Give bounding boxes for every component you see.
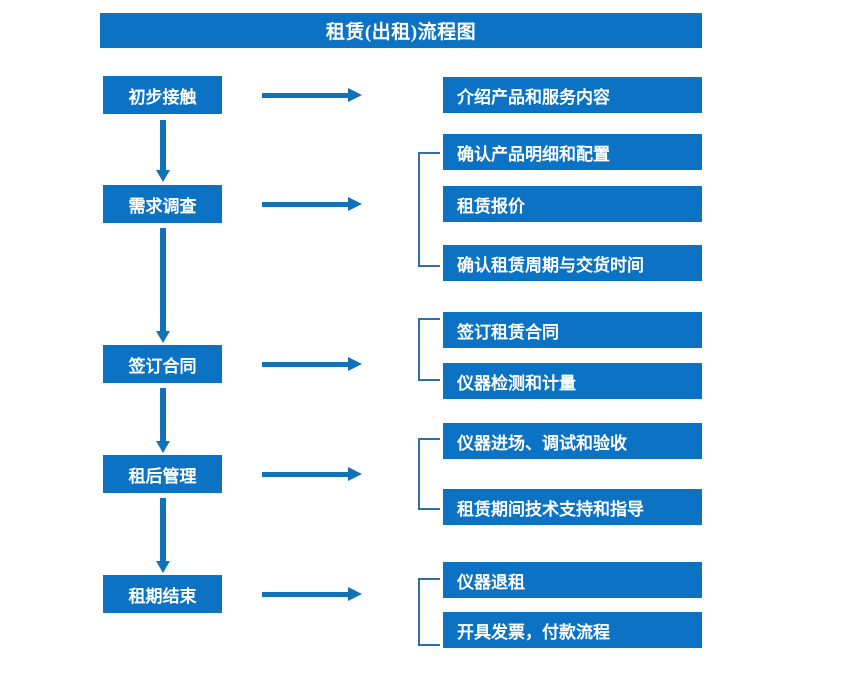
bracket-group-2 <box>418 152 440 267</box>
arrow-head-icon <box>348 197 362 211</box>
stage-box-1[interactable]: 初步接触 <box>103 76 222 114</box>
stage-box-3[interactable]: 签订合同 <box>103 345 222 383</box>
arrow-head-icon <box>348 357 362 371</box>
detail-box-5[interactable]: 签订租赁合同 <box>443 312 702 348</box>
detail-box-6[interactable]: 仪器检测和计量 <box>443 363 702 399</box>
arrow-head-icon <box>156 331 170 343</box>
detail-box-2[interactable]: 确认产品明细和配置 <box>443 134 702 170</box>
detail-box-8[interactable]: 租赁期间技术支持和指导 <box>443 489 702 525</box>
arrow-head-icon <box>156 561 170 573</box>
flow-arrow-down-3 <box>156 388 170 453</box>
flow-arrow-right-4 <box>262 467 362 482</box>
detail-box-3[interactable]: 租赁报价 <box>443 186 702 222</box>
arrow-shaft <box>160 498 166 561</box>
arrow-shaft <box>262 592 350 597</box>
flow-arrow-down-2 <box>156 228 170 343</box>
stage-box-2[interactable]: 需求调查 <box>103 185 222 223</box>
arrow-shaft <box>160 388 166 441</box>
stage-box-5[interactable]: 租期结束 <box>103 575 222 613</box>
arrow-head-icon <box>348 467 362 481</box>
flow-arrow-right-3 <box>262 357 362 372</box>
arrow-shaft <box>160 120 166 170</box>
arrow-shaft <box>160 228 166 331</box>
arrow-head-icon <box>156 441 170 453</box>
arrow-shaft <box>262 472 350 477</box>
arrow-head-icon <box>156 170 170 182</box>
arrow-head-icon <box>348 88 362 102</box>
bracket-group-4 <box>418 438 440 510</box>
detail-box-7[interactable]: 仪器进场、调试和验收 <box>443 423 702 459</box>
arrow-shaft <box>262 93 350 98</box>
bracket-group-3 <box>418 318 440 381</box>
arrow-shaft <box>262 362 350 367</box>
detail-box-10[interactable]: 开具发票，付款流程 <box>443 612 702 648</box>
detail-box-9[interactable]: 仪器退租 <box>443 562 702 598</box>
flow-arrow-right-5 <box>262 587 362 602</box>
chart-title: 租赁(出租)流程图 <box>100 13 702 48</box>
arrow-head-icon <box>348 587 362 601</box>
detail-box-1[interactable]: 介绍产品和服务内容 <box>443 77 702 113</box>
flow-arrow-down-1 <box>156 120 170 182</box>
flow-arrow-right-2 <box>262 197 362 212</box>
stage-box-4[interactable]: 租后管理 <box>103 455 222 493</box>
flow-arrow-right-1 <box>262 88 362 103</box>
arrow-shaft <box>262 202 350 207</box>
detail-box-4[interactable]: 确认租赁周期与交货时间 <box>443 245 702 281</box>
flow-arrow-down-4 <box>156 498 170 573</box>
bracket-group-5 <box>418 578 440 646</box>
